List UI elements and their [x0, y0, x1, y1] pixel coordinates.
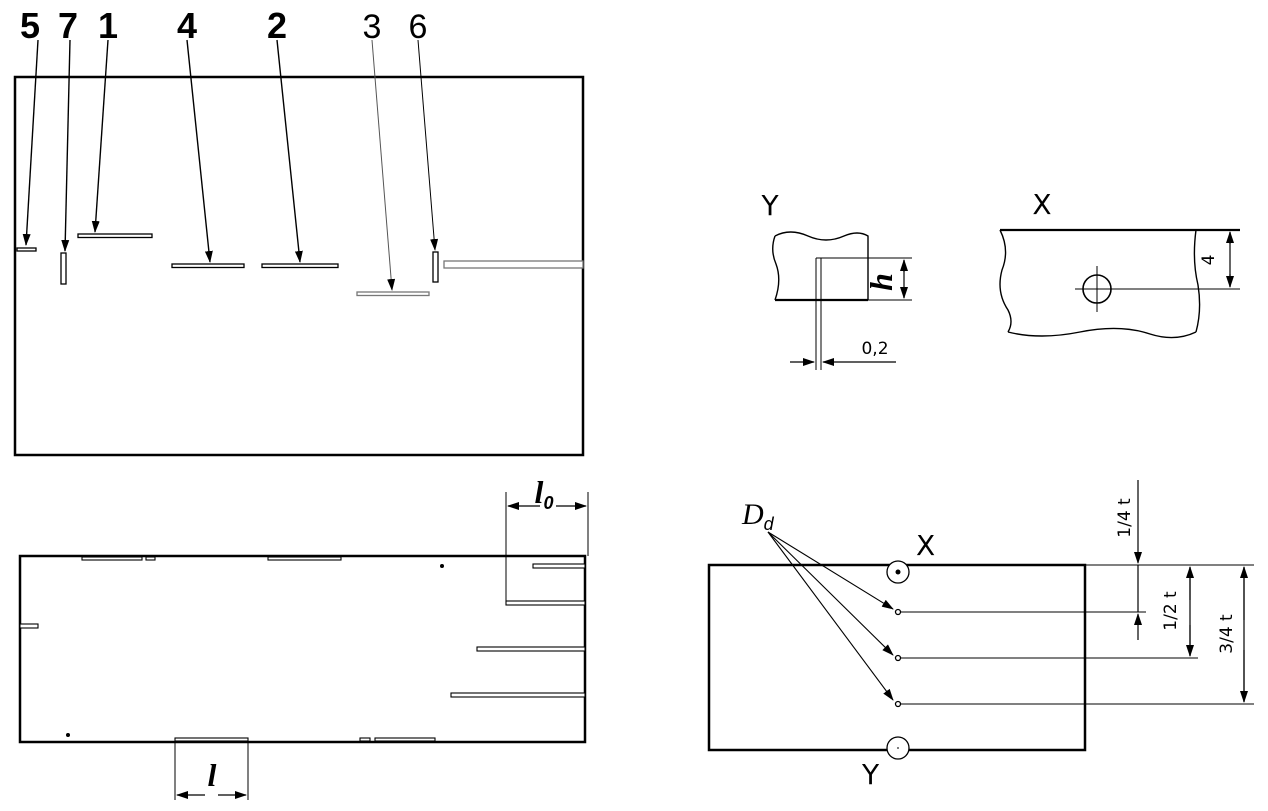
label-3: 3	[363, 8, 382, 46]
dim-half: 1/2 t	[1161, 591, 1181, 631]
defect-5-slot	[16, 247, 37, 252]
label-5: 5	[20, 5, 40, 46]
defect-3-slot	[356, 291, 430, 297]
top-left-specimen: 5 7 1 4 2 3 6	[13, 5, 585, 457]
label-1: 1	[98, 5, 118, 46]
detail-view-y: Y h 0,2	[760, 189, 912, 370]
x-dim-depth: 4	[1199, 255, 1219, 266]
defect-4-slot	[171, 263, 245, 269]
bottom-left-specimen: l0 l	[18, 474, 589, 800]
defect-2-slot	[261, 263, 339, 269]
defect-1-slot	[77, 233, 153, 239]
x-marker: X	[916, 529, 935, 562]
label-2: 2	[267, 5, 287, 46]
dim-three-quarter: 3/4 t	[1217, 614, 1237, 654]
defect-7-slot	[60, 252, 67, 285]
edge-groove	[443, 260, 584, 269]
y-marker: Y	[861, 758, 880, 791]
label-4: 4	[177, 5, 197, 46]
bottom-right-block: X Y Dd 1/4 t 1/2 t 3/4 t	[707, 480, 1254, 791]
dd-label: Dd	[741, 498, 775, 534]
block-outline	[707, 563, 1087, 752]
detail-view-x: X 4	[999, 188, 1240, 339]
y-dim-h: h	[863, 273, 899, 291]
l0-label: l0	[535, 474, 554, 513]
label-6: 6	[409, 8, 428, 46]
defect-6-slot	[432, 251, 439, 283]
label-7: 7	[58, 5, 78, 46]
view-y-title: Y	[760, 189, 779, 222]
view-x-title: X	[1032, 188, 1051, 221]
dim-quarter: 1/4 t	[1115, 498, 1135, 538]
y-dim-width: 0,2	[861, 339, 888, 359]
l-label: l	[208, 757, 217, 793]
